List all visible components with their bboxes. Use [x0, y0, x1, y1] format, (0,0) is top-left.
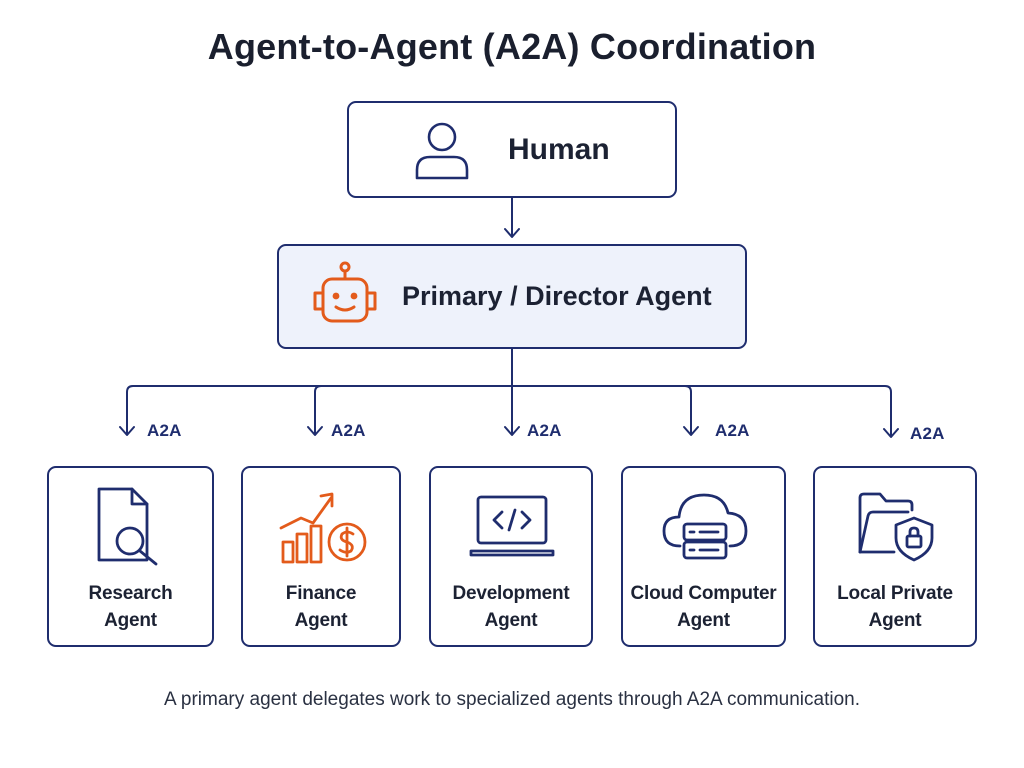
- branch-bar: [126, 385, 892, 401]
- cloud-server-icon: [662, 493, 748, 560]
- a2a-label-research: A2A: [147, 421, 182, 440]
- arrowhead-research: [119, 426, 135, 436]
- laptop-code-icon: [469, 495, 555, 557]
- arrowhead-finance: [307, 426, 323, 436]
- diagram-title: Agent-to-Agent (A2A) Coordination: [207, 26, 817, 67]
- branch-line-cloud: [684, 385, 692, 435]
- robot-icon: [313, 261, 377, 323]
- folder-shield-lock-icon: [858, 492, 934, 562]
- human-to-primary-arrowhead: [504, 228, 520, 238]
- human-label: Human: [508, 133, 610, 166]
- a2a-label-local: A2A: [910, 424, 945, 443]
- branch-line-finance: [314, 385, 322, 435]
- document-search-icon: [97, 487, 158, 566]
- a2a-label-finance: A2A: [331, 421, 366, 440]
- arrowhead-development: [504, 426, 520, 436]
- primary-director-agent-label: Primary / Director Agent: [402, 281, 712, 311]
- a2a-label-development: A2A: [527, 421, 562, 440]
- arrowhead-local: [883, 428, 899, 438]
- human-node: [347, 101, 677, 198]
- arrowhead-cloud: [683, 426, 699, 436]
- user-icon: [415, 122, 469, 180]
- chart-growth-dollar-icon: [279, 492, 367, 564]
- a2a-label-cloud: A2A: [715, 421, 750, 440]
- diagram-caption: A primary agent delegates work to specia…: [163, 689, 860, 710]
